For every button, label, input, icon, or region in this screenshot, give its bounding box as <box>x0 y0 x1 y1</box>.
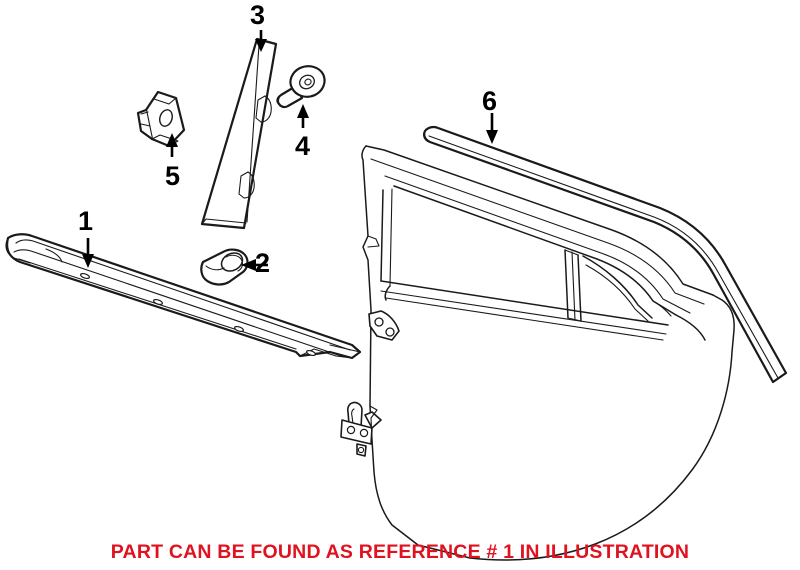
callout-number-6: 6 <box>482 86 498 116</box>
callout-arrow-6 <box>486 113 498 144</box>
part-4-push-pin-rivet <box>276 65 326 109</box>
callout-number-2: 2 <box>255 248 271 278</box>
part-2-bushing-plug <box>200 248 249 286</box>
reference-note: PART CAN BE FOUND AS REFERENCE # 1 IN IL… <box>110 541 690 563</box>
callout-arrow-1 <box>82 238 94 268</box>
part-1-belt-molding <box>5 233 362 360</box>
callout-number-5: 5 <box>165 161 181 191</box>
callout-number-1: 1 <box>78 206 94 236</box>
callout-arrow-3 <box>255 30 267 52</box>
callout-number-3: 3 <box>250 0 266 30</box>
door-lower-hinge <box>340 401 382 457</box>
callout-number-4: 4 <box>295 131 311 161</box>
part-6-drip-molding <box>423 125 788 384</box>
callout-arrow-4 <box>297 104 309 128</box>
callout-arrow-2 <box>241 259 268 271</box>
part-3-pillar-applique <box>200 37 278 230</box>
door-upper-hinge <box>368 310 400 341</box>
rear-door-assembly <box>340 145 735 561</box>
part-5-retainer-clip <box>136 90 186 148</box>
callout-arrow-5 <box>166 133 178 157</box>
